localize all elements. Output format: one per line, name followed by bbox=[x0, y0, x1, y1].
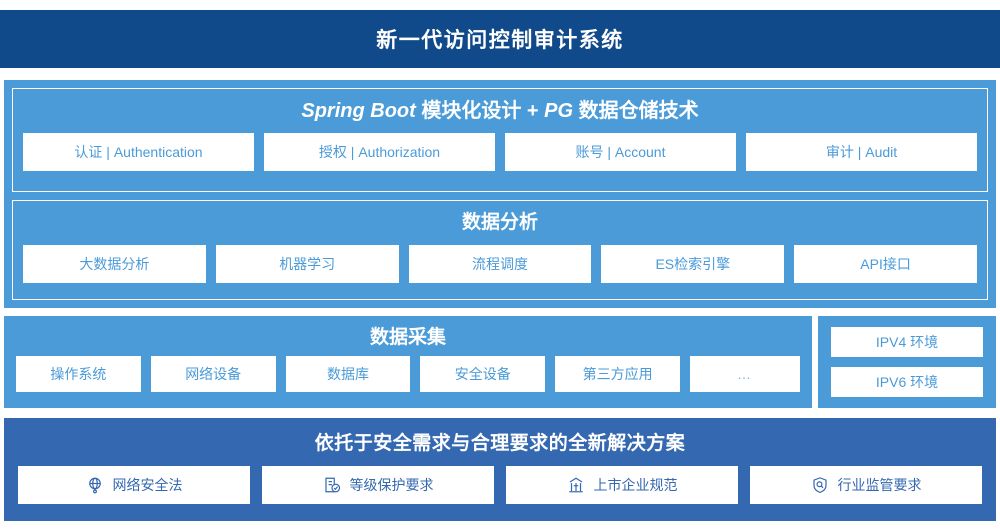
springboot-group: Spring Boot 模块化设计 + PG 数据仓储技术 认证 | Authe… bbox=[12, 88, 988, 192]
data-collection-panel: 数据采集 操作系统 网络设备 数据库 安全设备 第三方应用 … bbox=[4, 316, 812, 408]
springboot-title-part-2: 模块化设计 bbox=[421, 100, 522, 122]
ip-environment-list: IPV4 环境 IPV6 环境 bbox=[818, 316, 996, 408]
document-check-icon bbox=[323, 476, 341, 494]
springboot-item-authorization[interactable]: 授权 | Authorization bbox=[264, 133, 495, 171]
page-header: 新一代访问控制审计系统 bbox=[0, 10, 1000, 68]
analysis-item-bigdata[interactable]: 大数据分析 bbox=[23, 245, 206, 283]
springboot-group-title: Spring Boot 模块化设计 + PG 数据仓储技术 bbox=[23, 89, 977, 133]
data-collection-title: 数据采集 bbox=[369, 327, 446, 348]
springboot-title-part-3: + bbox=[526, 100, 539, 122]
data-analysis-group-title: 数据分析 bbox=[461, 212, 538, 233]
solution-item-industry-regulation[interactable]: 行业监管要求 bbox=[750, 466, 982, 504]
collection-item-database[interactable]: 数据库 bbox=[285, 356, 411, 392]
data-analysis-group: 数据分析 大数据分析 机器学习 流程调度 ES检索引擎 API接口 bbox=[12, 200, 988, 300]
analysis-item-es-search-engine[interactable]: ES检索引擎 bbox=[601, 245, 785, 283]
data-collection-item-row: 操作系统 网络设备 数据库 安全设备 第三方应用 … bbox=[4, 356, 812, 404]
solution-panel: 依托于安全需求与合理要求的全新解决方案 网络安全法 bbox=[4, 418, 996, 521]
springboot-item-authentication[interactable]: 认证 | Authentication bbox=[23, 133, 254, 171]
application-layer-panel: Spring Boot 模块化设计 + PG 数据仓储技术 认证 | Authe… bbox=[4, 80, 996, 308]
solution-item-label: 上市企业规范 bbox=[593, 477, 678, 493]
solution-item-label: 等级保护要求 bbox=[349, 477, 434, 493]
analysis-item-machine-learning[interactable]: 机器学习 bbox=[215, 245, 399, 283]
springboot-title-part-5: 数据仓储技术 bbox=[578, 100, 699, 122]
solution-item-label: 网络安全法 bbox=[112, 477, 183, 493]
globe-network-icon bbox=[86, 476, 104, 494]
data-analysis-item-row: 大数据分析 机器学习 流程调度 ES检索引擎 API接口 bbox=[23, 245, 977, 283]
solution-item-listed-enterprise-standard[interactable]: 上市企业规范 bbox=[506, 466, 738, 504]
springboot-item-account[interactable]: 账号 | Account bbox=[505, 133, 736, 171]
solution-item-classified-protection[interactable]: 等级保护要求 bbox=[262, 466, 494, 504]
ip-environment-ipv6[interactable]: IPV6 环境 bbox=[831, 367, 983, 397]
analysis-item-process-scheduling[interactable]: 流程调度 bbox=[408, 245, 592, 283]
solution-item-row: 网络安全法 等级保护要求 bbox=[4, 466, 996, 504]
analysis-item-api[interactable]: API接口 bbox=[794, 245, 977, 283]
solution-title: 依托于安全需求与合理要求的全新解决方案 bbox=[314, 433, 686, 454]
bank-building-icon bbox=[567, 476, 585, 494]
springboot-title-part-1: Spring Boot bbox=[301, 100, 416, 122]
collection-item-third-party-app[interactable]: 第三方应用 bbox=[555, 356, 680, 392]
springboot-item-audit[interactable]: 审计 | Audit bbox=[746, 133, 977, 171]
page-title: 新一代访问控制审计系统 bbox=[376, 29, 624, 52]
collection-item-operating-system[interactable]: 操作系统 bbox=[16, 356, 141, 392]
collection-item-security-device[interactable]: 安全设备 bbox=[420, 356, 546, 392]
collection-item-network-device[interactable]: 网络设备 bbox=[150, 356, 276, 392]
ip-environment-ipv4[interactable]: IPV4 环境 bbox=[831, 327, 983, 357]
shield-search-icon bbox=[811, 476, 829, 494]
ip-environment-panel: IPV4 环境 IPV6 环境 bbox=[818, 316, 996, 408]
solution-item-label: 行业监管要求 bbox=[837, 477, 922, 493]
springboot-item-row: 认证 | Authentication 授权 | Authorization 账… bbox=[23, 133, 977, 171]
solution-item-cybersecurity-law[interactable]: 网络安全法 bbox=[18, 466, 250, 504]
springboot-title-part-4: PG bbox=[544, 100, 574, 122]
collection-item-more[interactable]: … bbox=[689, 356, 800, 392]
